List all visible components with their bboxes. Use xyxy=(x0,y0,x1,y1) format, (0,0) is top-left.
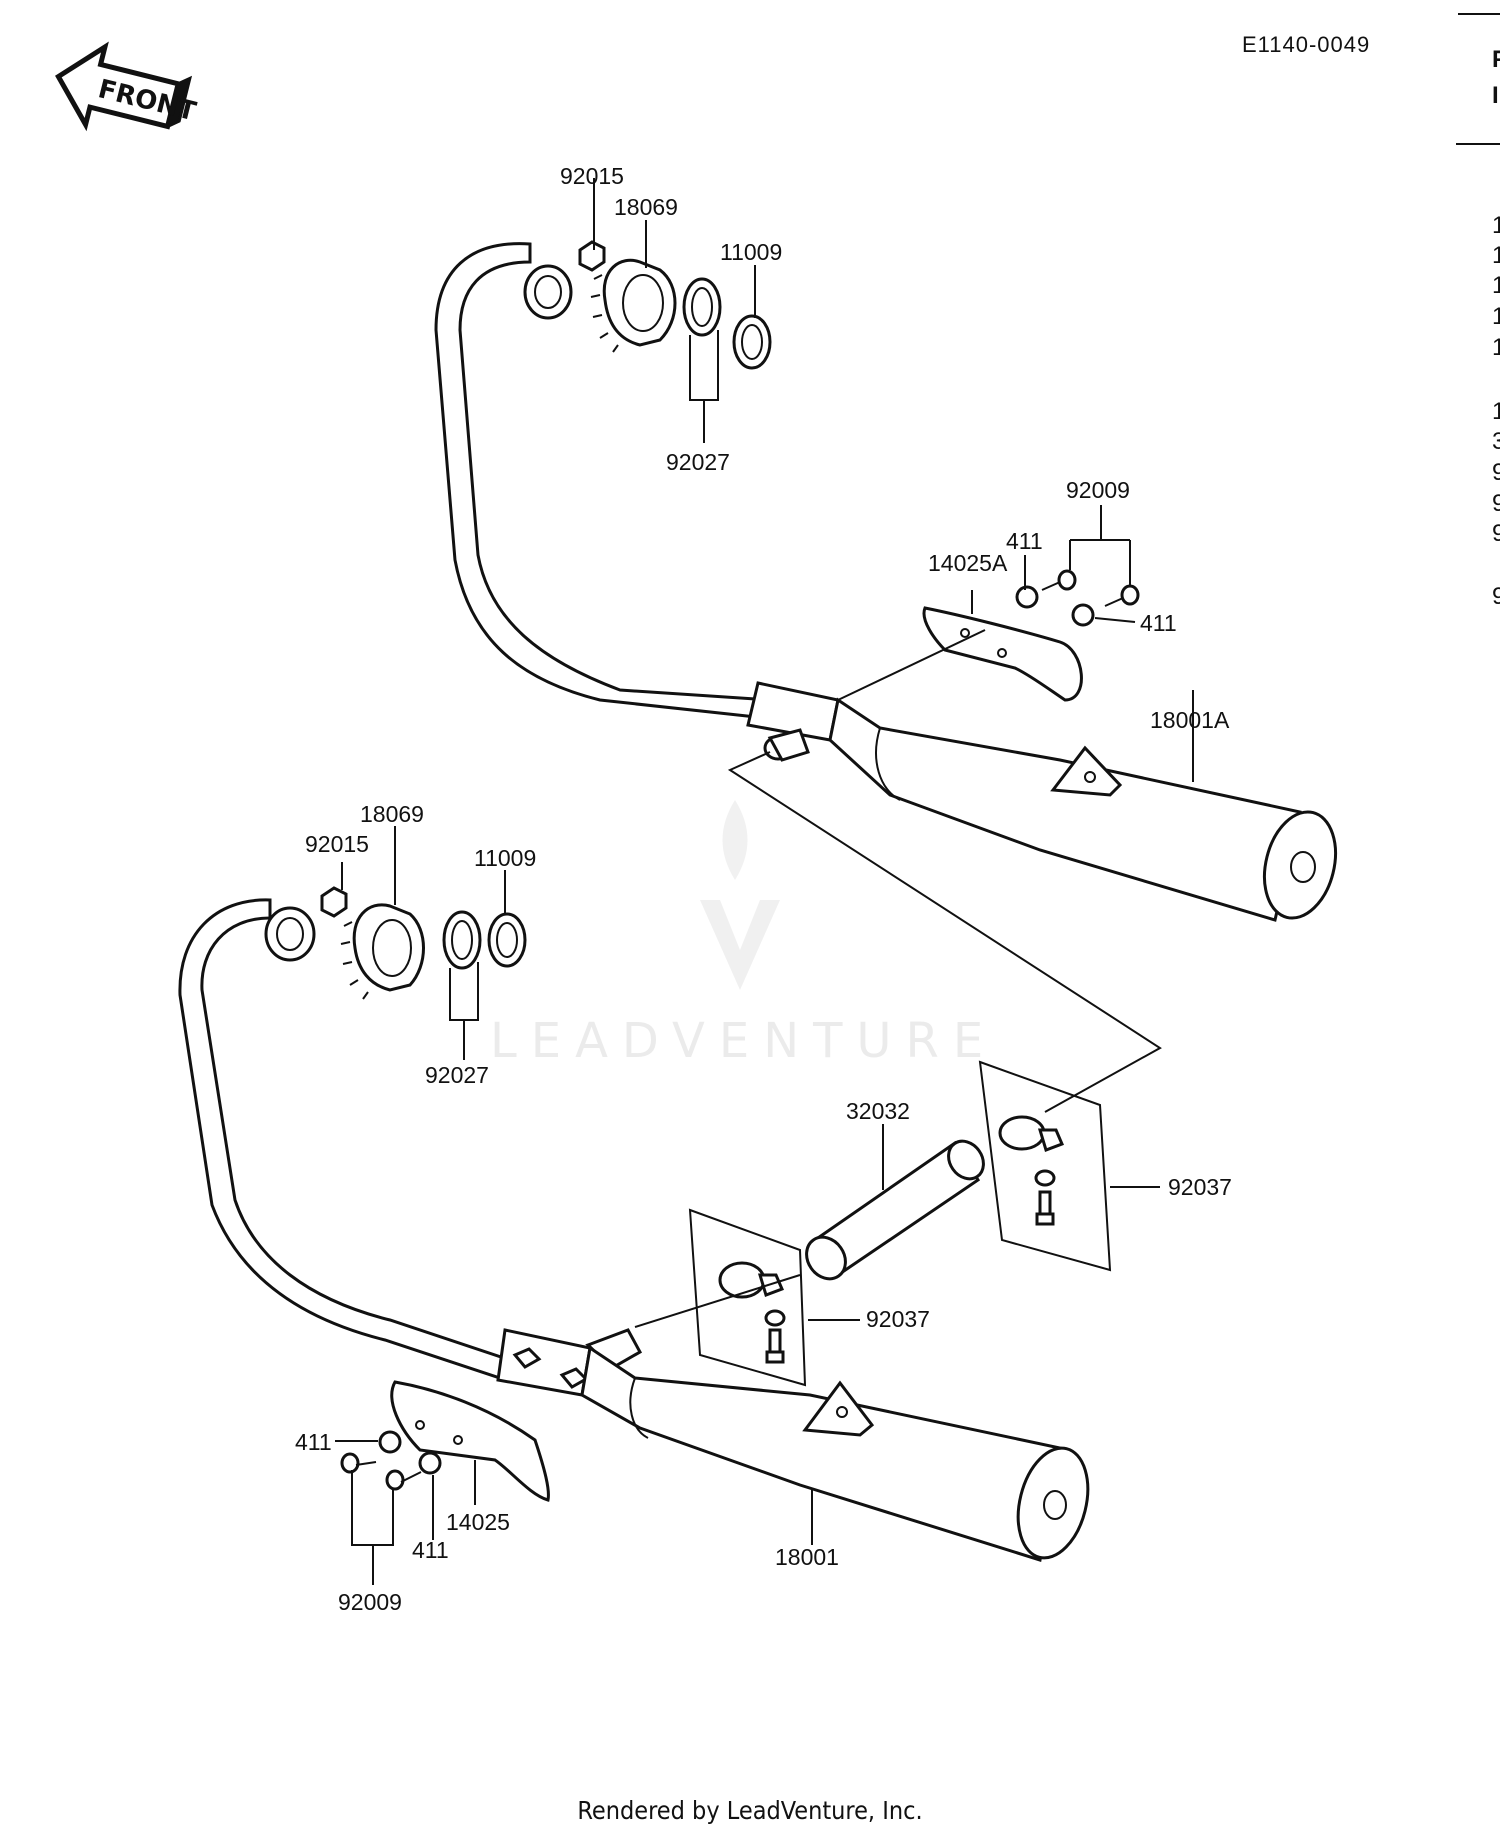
right-fragment-2: 1 xyxy=(1492,242,1500,269)
right-fragment-11: 9 xyxy=(1492,583,1500,610)
clamp-kit-92037-right xyxy=(978,1060,1112,1272)
right-fragment-8: 9 xyxy=(1492,459,1500,486)
bottom-collar-92027 xyxy=(442,910,482,1021)
callout-18001A-top: 18001A xyxy=(1150,707,1230,733)
bottom-balance-pipe-32032 xyxy=(805,1139,985,1281)
callout-18069-bottom: 18069 xyxy=(360,801,424,827)
leadventure-watermark: LEADVENTURE xyxy=(490,800,997,1069)
watermark-text: LEADVENTURE xyxy=(490,1013,997,1069)
top-muffler-assembly xyxy=(434,178,1337,922)
bottom-muffler-body xyxy=(580,1345,1062,1562)
top-washer-411-a xyxy=(1015,585,1039,609)
clamp-kit-92037-left xyxy=(688,1208,807,1387)
right-fragment-7: 3 xyxy=(1492,428,1500,455)
top-collar-92027 xyxy=(682,277,722,401)
callout-14025A-top: 14025A xyxy=(928,550,1008,576)
right-fragment-6: 1 xyxy=(1492,398,1500,425)
callout-92027-bottom: 92027 xyxy=(425,1062,489,1088)
top-exhaust-pipe xyxy=(434,242,772,720)
top-bolts-92009 xyxy=(1041,569,1140,607)
right-fragment-header-2: I xyxy=(1492,82,1499,109)
top-muffler-body xyxy=(828,697,1302,922)
callout-92037-left: 92037 xyxy=(866,1306,930,1332)
callout-92015-top: 92015 xyxy=(560,163,624,189)
callout-92009-bottom: 92009 xyxy=(338,1589,402,1615)
right-fragment-9: 9 xyxy=(1492,490,1500,517)
bottom-exhaust-pipe xyxy=(178,898,513,1380)
top-washer-411-b xyxy=(1071,603,1095,627)
footer-credit: Rendered by LeadVenture, Inc. xyxy=(577,1796,923,1825)
right-fragment-header-1: F xyxy=(1492,46,1500,73)
callout-14025-bottom: 14025 xyxy=(446,1509,510,1535)
callout-11009-top: 11009 xyxy=(720,239,782,265)
bottom-bolts-92009 xyxy=(340,1452,422,1491)
bottom-muffler-assembly xyxy=(178,826,1160,1585)
bottom-washer-411-a xyxy=(378,1430,402,1454)
top-muffler-bracket xyxy=(1050,745,1123,797)
callout-411-top-a: 411 xyxy=(1006,528,1043,554)
right-fragment-10: 9 xyxy=(1492,520,1500,547)
callout-411-bottom-b: 411 xyxy=(412,1537,449,1563)
callout-11009-bottom: 11009 xyxy=(474,845,536,871)
callout-32032: 32032 xyxy=(846,1098,910,1124)
callout-18001-bottom: 18001 xyxy=(775,1544,839,1570)
right-fragment-3: 1 xyxy=(1492,272,1500,299)
callout-labels: 92015 18069 11009 92027 92009 411 411 14… xyxy=(295,163,1232,1615)
top-nut-92015 xyxy=(578,240,606,272)
bottom-washer-411-b xyxy=(418,1451,442,1475)
callout-92027-top: 92027 xyxy=(666,449,730,475)
callout-18069-top: 18069 xyxy=(614,194,678,220)
crossover-guide-line xyxy=(727,751,1162,1113)
bottom-nut-92015 xyxy=(320,886,348,918)
callout-411-bottom-a: 411 xyxy=(295,1429,332,1455)
callout-92037-right: 92037 xyxy=(1168,1174,1232,1200)
right-fragment-5: 1 xyxy=(1492,334,1500,361)
callout-92009-top: 92009 xyxy=(1066,477,1130,503)
callout-411-top-b: 411 xyxy=(1140,610,1177,636)
diagram-code: E1140-0049 xyxy=(1242,32,1371,57)
right-fragment-1: 1 xyxy=(1492,212,1500,239)
front-arrow-icon: FRONT xyxy=(55,41,199,132)
top-flange-18069 xyxy=(590,258,677,353)
callout-92015-bottom: 92015 xyxy=(305,831,369,857)
right-fragment-4: 1 xyxy=(1492,303,1500,330)
bottom-heat-shield-14025 xyxy=(390,1380,550,1502)
bottom-flange-18069 xyxy=(340,903,425,1000)
